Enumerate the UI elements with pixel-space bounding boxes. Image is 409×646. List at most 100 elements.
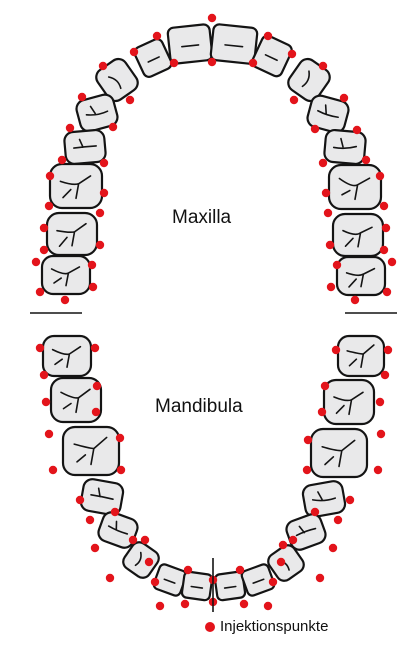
injection-point <box>362 156 370 164</box>
injection-point <box>151 578 159 586</box>
injection-point <box>117 466 125 474</box>
injection-point <box>264 32 272 40</box>
injection-point <box>208 58 216 66</box>
injection-point <box>96 209 104 217</box>
upper-incisor-b <box>210 24 258 64</box>
injection-point <box>269 578 277 586</box>
injection-point <box>249 59 257 67</box>
injection-point <box>40 246 48 254</box>
injection-point <box>61 296 69 304</box>
injection-point <box>92 408 100 416</box>
upper-premolar-left-2 <box>64 129 107 164</box>
injection-point <box>290 96 298 104</box>
maxilla-label: Maxilla <box>172 207 231 229</box>
injection-point <box>321 382 329 390</box>
injection-point <box>332 346 340 354</box>
injection-point <box>66 124 74 132</box>
upper-molar-left-2 <box>47 213 97 255</box>
lower-premolar-right-1 <box>302 480 347 518</box>
injection-point <box>384 346 392 354</box>
injection-point <box>318 408 326 416</box>
lower-molar-right-1 <box>311 429 367 477</box>
injection-point <box>86 516 94 524</box>
injection-point <box>279 541 287 549</box>
injection-point <box>46 172 54 180</box>
injection-point <box>93 382 101 390</box>
injection-point <box>334 516 342 524</box>
injection-point <box>91 544 99 552</box>
injection-point <box>156 602 164 610</box>
injection-point <box>326 241 334 249</box>
injection-point <box>42 398 50 406</box>
injection-point <box>126 96 134 104</box>
injection-point <box>329 544 337 552</box>
injection-point <box>145 558 153 566</box>
injection-point <box>78 93 86 101</box>
injection-point <box>353 126 361 134</box>
injection-point <box>96 241 104 249</box>
injection-point <box>376 172 384 180</box>
mandibula-label: Mandibula <box>155 396 243 418</box>
injection-point <box>32 258 40 266</box>
lower-molar-right-3 <box>338 336 384 376</box>
injection-point <box>40 224 48 232</box>
injection-point <box>99 62 107 70</box>
injection-point <box>327 283 335 291</box>
injection-point <box>383 288 391 296</box>
injection-point <box>184 566 192 574</box>
injection-point <box>208 14 216 22</box>
lower-incisor-b <box>181 571 212 601</box>
injection-point <box>116 434 124 442</box>
injection-point <box>40 371 48 379</box>
injection-point <box>346 496 354 504</box>
injection-point <box>49 466 57 474</box>
injection-point <box>170 59 178 67</box>
lower-molar-left-1 <box>63 427 119 475</box>
injection-point-legend-marker <box>205 622 215 632</box>
injection-point <box>106 574 114 582</box>
legend-label: Injektionspunkte <box>220 618 328 635</box>
injection-point <box>36 344 44 352</box>
injection-point <box>277 558 285 566</box>
injection-point <box>153 32 161 40</box>
legend: Injektionspunkte <box>205 618 328 635</box>
injection-point <box>304 436 312 444</box>
injection-point <box>311 125 319 133</box>
injection-point <box>322 189 330 197</box>
injection-point <box>388 258 396 266</box>
injection-point <box>89 283 97 291</box>
injection-point <box>311 508 319 516</box>
injection-point <box>181 600 189 608</box>
injection-point <box>76 496 84 504</box>
injection-point <box>324 209 332 217</box>
injection-point <box>100 189 108 197</box>
injection-point <box>288 50 296 58</box>
injection-point <box>91 344 99 352</box>
injection-point <box>264 602 272 610</box>
injection-point <box>319 62 327 70</box>
upper-molar-left-3 <box>42 256 90 294</box>
injection-point <box>316 574 324 582</box>
injection-point <box>319 159 327 167</box>
lower-molar-left-3 <box>43 336 91 376</box>
upper-incisor-c <box>133 37 174 79</box>
injection-point <box>109 123 117 131</box>
injection-point <box>58 156 66 164</box>
upper-molar-left-1 <box>50 164 102 208</box>
injection-point <box>340 94 348 102</box>
injection-point <box>130 48 138 56</box>
upper-premolar-right-2 <box>324 129 367 164</box>
injection-point <box>100 159 108 167</box>
injection-point <box>88 261 96 269</box>
upper-molar-right-3 <box>337 257 385 295</box>
injection-point <box>240 600 248 608</box>
injection-point <box>111 508 119 516</box>
injection-point <box>333 261 341 269</box>
injection-point <box>45 202 53 210</box>
injection-point <box>36 288 44 296</box>
injection-point <box>129 536 137 544</box>
lower-molar-right-2 <box>324 380 374 424</box>
injection-point <box>382 224 390 232</box>
upper-molar-right-1 <box>329 165 381 209</box>
